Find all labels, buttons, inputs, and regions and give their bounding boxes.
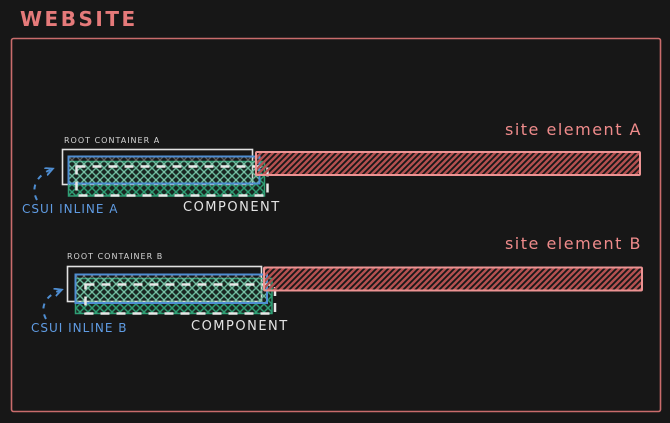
root-container-b-label: ROOT CONTAINER B — [67, 252, 164, 261]
website-boundary — [10, 37, 662, 413]
component-b-label: COMPONENT — [191, 319, 289, 334]
site-element-b-label: site element B — [504, 234, 642, 253]
csui-inline-b-label: CSUI INLINE B — [31, 321, 128, 335]
csui-inline-a-arrow — [33, 169, 52, 201]
csui-inline-b-arrow — [42, 290, 61, 320]
site-element-a-bar — [255, 151, 641, 176]
component-a-label: COMPONENT — [183, 200, 281, 215]
site-element-a-label: site element A — [505, 120, 642, 139]
csui-inline-b-box — [74, 273, 268, 304]
root-container-a-label: ROOT CONTAINER A — [64, 136, 161, 145]
site-element-b-bar — [263, 266, 643, 292]
website-title: WEBSITE — [20, 7, 138, 31]
csui-inline-a-box — [67, 155, 261, 185]
component-b-dashed-outline — [84, 283, 277, 315]
csui-inline-a-label: CSUI INLINE A — [22, 202, 119, 216]
